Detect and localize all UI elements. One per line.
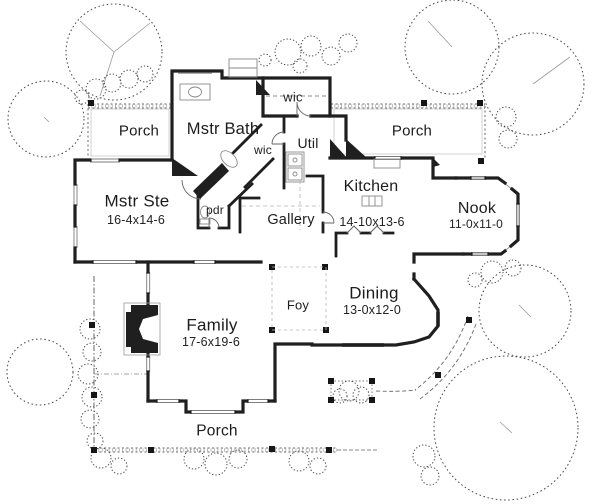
exterior-walls xyxy=(73,69,520,414)
fireplace-icon xyxy=(123,302,161,356)
room-label-pdr: pdr xyxy=(206,203,224,217)
room-label-wic-top: wic xyxy=(283,89,303,105)
room-label-family: Family xyxy=(186,315,238,335)
guide-lines xyxy=(242,180,327,331)
room-label-mstr-ste: Mstr Ste xyxy=(104,191,170,211)
room-label-kitchen: Kitchen xyxy=(343,178,399,195)
interior-walls xyxy=(196,116,395,258)
window-lines xyxy=(73,69,520,414)
walkway-path xyxy=(375,315,477,400)
wall-corner-wedges xyxy=(172,80,440,199)
room-dims-nook: 11-0x11-0 xyxy=(448,217,504,231)
room-label-foy: Foy xyxy=(286,297,310,313)
room-dims-family: 17-6x19-6 xyxy=(181,334,241,349)
room-dims-dining: 13-0x12-0 xyxy=(342,302,402,317)
fixtures xyxy=(179,58,401,225)
room-label-util: Util xyxy=(297,135,319,151)
room-label-porch-top-left: Porch xyxy=(118,122,160,140)
porch-railing xyxy=(87,103,486,453)
room-label-dining: Dining xyxy=(349,283,399,303)
porch-posts xyxy=(88,100,484,453)
tree-icon xyxy=(6,0,585,501)
room-label-mstr-bath: Mstr Bath xyxy=(186,119,260,138)
planting-bed xyxy=(330,380,373,404)
room-label-porch-bottom: Porch xyxy=(196,422,238,440)
tree-branch-lines xyxy=(43,20,571,434)
door-arcs xyxy=(181,101,385,234)
room-label-wic-hall: wic xyxy=(254,143,272,157)
room-label-gallery: Gallery xyxy=(267,211,315,228)
room-label-nook: Nook xyxy=(457,200,497,217)
room-label-porch-top-right: Porch xyxy=(391,122,433,140)
room-dims-mstr-ste: 16-4x14-6 xyxy=(106,212,166,227)
room-dims-kitchen: 14-10x13-6 xyxy=(339,214,405,229)
